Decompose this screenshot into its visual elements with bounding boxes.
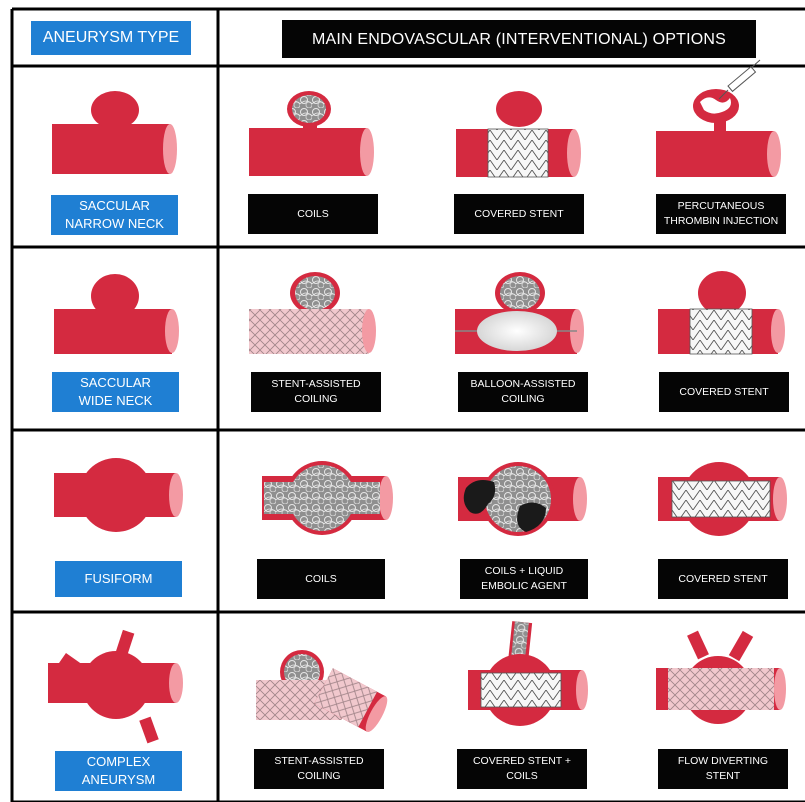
diagram-fusiform <box>54 458 183 532</box>
type-label-fusiform: FUSIFORM <box>55 561 182 597</box>
option-covered-stent: COVERED STENT <box>659 372 789 412</box>
diagram-thrombin-injection <box>656 59 781 177</box>
header-main-options: MAIN ENDOVASCULAR (INTERVENTIONAL) OPTIO… <box>282 20 756 58</box>
diagram-saccular-wide-neck <box>54 274 179 354</box>
header-aneurysm-type: ANEURYSM TYPE <box>31 21 191 55</box>
diagram-stent-assisted-coiling-wide <box>249 272 376 354</box>
diagram-coils-narrow <box>249 91 374 176</box>
option-covered-stent: COVERED STENT <box>454 194 584 234</box>
option-coils: COILS <box>257 559 385 599</box>
option-balloon-assisted-coiling: BALLOON-ASSISTED COILING <box>458 372 588 412</box>
option-percutaneous-thrombin-injection: PERCUTANEOUS THROMBIN INJECTION <box>656 194 786 234</box>
diagram-covered-stent-wide <box>658 271 785 355</box>
diagram-balloon-assisted-coiling <box>455 272 584 354</box>
diagram-covered-stent-fusiform <box>658 462 787 536</box>
diagram-coils-fusiform <box>262 461 393 535</box>
diagram-covered-stent-narrow <box>456 91 581 178</box>
diagram-complex-aneurysm <box>48 629 183 744</box>
option-flow-diverting-stent: FLOW DIVERTING STENT <box>658 749 788 789</box>
type-label-saccular-narrow-neck: SACCULAR NARROW NECK <box>51 195 178 235</box>
diagram-coils-liquid-embolic <box>458 462 587 536</box>
diagram-flow-diverting-stent <box>656 630 786 724</box>
table-grid <box>10 7 805 802</box>
option-stent-assisted-coiling: STENT-ASSISTED COILING <box>251 372 381 412</box>
type-label-saccular-wide-neck: SACCULAR WIDE NECK <box>52 372 179 412</box>
option-coils-liquid-embolic-agent: COILS + LIQUID EMBOLIC AGENT <box>460 559 588 599</box>
option-covered-stent: COVERED STENT <box>658 559 788 599</box>
option-coils: COILS <box>248 194 378 234</box>
option-stent-assisted-coiling: STENT-ASSISTED COILING <box>254 749 384 789</box>
diagram-covered-stent-coils <box>468 621 588 726</box>
syringe-icon <box>718 59 761 100</box>
diagram-stent-assisted-coiling-complex <box>256 650 388 732</box>
diagram-saccular-narrow-neck <box>52 91 177 174</box>
type-label-complex-aneurysm: COMPLEX ANEURYSM <box>55 751 182 791</box>
option-covered-stent-coils: COVERED STENT + COILS <box>457 749 587 789</box>
